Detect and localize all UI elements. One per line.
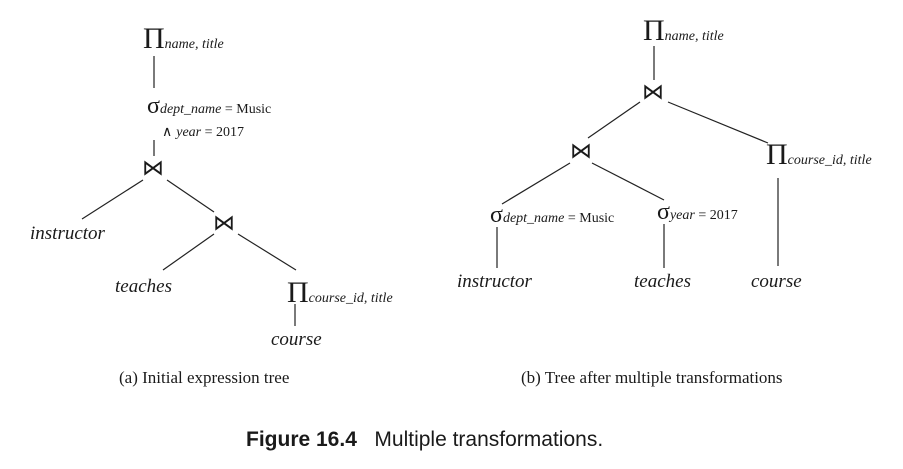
edge-a-join2-teaches bbox=[162, 233, 215, 271]
tree-b-course: course bbox=[751, 271, 802, 292]
figure-caption: Figure 16.4 Multiple transformations. bbox=[246, 429, 603, 450]
projection2-attrs: course_id, title bbox=[787, 153, 872, 168]
selection-attr: dept_name bbox=[159, 102, 222, 117]
projection-attrs: name, title bbox=[664, 29, 724, 44]
tree-b-projection2: Πcourse_id, title bbox=[766, 140, 872, 170]
edge-a-join1-join2 bbox=[166, 179, 215, 213]
pi-symbol: Π bbox=[143, 22, 165, 55]
pi-symbol: Π bbox=[643, 14, 665, 47]
pi2-symbol: Π bbox=[766, 138, 788, 171]
tree-a-join2: ⋈ bbox=[213, 210, 235, 235]
figure-number: Figure 16.4 bbox=[246, 428, 357, 451]
tree-b-selection1: σdept_name = Music bbox=[490, 203, 614, 227]
selection-value: = Music bbox=[221, 102, 272, 117]
selection1-attr: dept_name bbox=[502, 211, 565, 226]
tree-a-instructor: instructor bbox=[30, 223, 105, 244]
figure-title: Multiple transformations. bbox=[374, 428, 604, 451]
selection1-value: = Music bbox=[564, 211, 615, 226]
and-symbol: ∧ bbox=[162, 125, 173, 140]
sigma2-symbol: σ bbox=[657, 199, 670, 225]
tree-a-join1: ⋈ bbox=[142, 155, 164, 180]
sigma-symbol: σ bbox=[147, 93, 160, 119]
sigma1-symbol: σ bbox=[490, 202, 503, 228]
tree-a-selection-line2: ∧ year = 2017 bbox=[162, 124, 244, 140]
tree-a-projection: Πname, title bbox=[143, 24, 224, 54]
selection2-attr: year bbox=[669, 208, 695, 223]
caption-b: (b) Tree after multiple transformations bbox=[521, 368, 783, 387]
edge-b-jointop-pi2 bbox=[667, 101, 769, 144]
edge-a-join1-instructor bbox=[81, 179, 144, 220]
tree-b-join-top: ⋈ bbox=[642, 79, 664, 104]
selection2-value: = 2017 bbox=[694, 208, 738, 223]
tree-b-instructor: instructor bbox=[457, 271, 532, 292]
selection-attr2: year bbox=[176, 125, 202, 140]
tree-a-teaches: teaches bbox=[115, 276, 172, 297]
tree-b-teaches: teaches bbox=[634, 271, 691, 292]
tree-a-projection2: Πcourse_id, title bbox=[287, 278, 393, 308]
tree-b-join-mid: ⋈ bbox=[570, 138, 592, 163]
edge-b-jointop-joinmid bbox=[587, 101, 641, 139]
caption-a: (a) Initial expression tree bbox=[119, 368, 290, 387]
selection-value2: = 2017 bbox=[201, 125, 245, 140]
tree-a-selection: σdept_name = Music bbox=[147, 94, 271, 118]
projection-attrs: name, title bbox=[164, 37, 224, 52]
tree-b-selection2: σyear = 2017 bbox=[657, 200, 738, 224]
tree-b-projection: Πname, title bbox=[643, 16, 724, 46]
pi2-symbol: Π bbox=[287, 276, 309, 309]
edge-a-join2-pi2 bbox=[237, 233, 297, 271]
projection2-attrs: course_id, title bbox=[308, 291, 393, 306]
edge-b-joinmid-sigma1 bbox=[501, 162, 571, 205]
edge-b-joinmid-sigma2 bbox=[591, 162, 665, 201]
tree-a-course: course bbox=[271, 329, 322, 350]
